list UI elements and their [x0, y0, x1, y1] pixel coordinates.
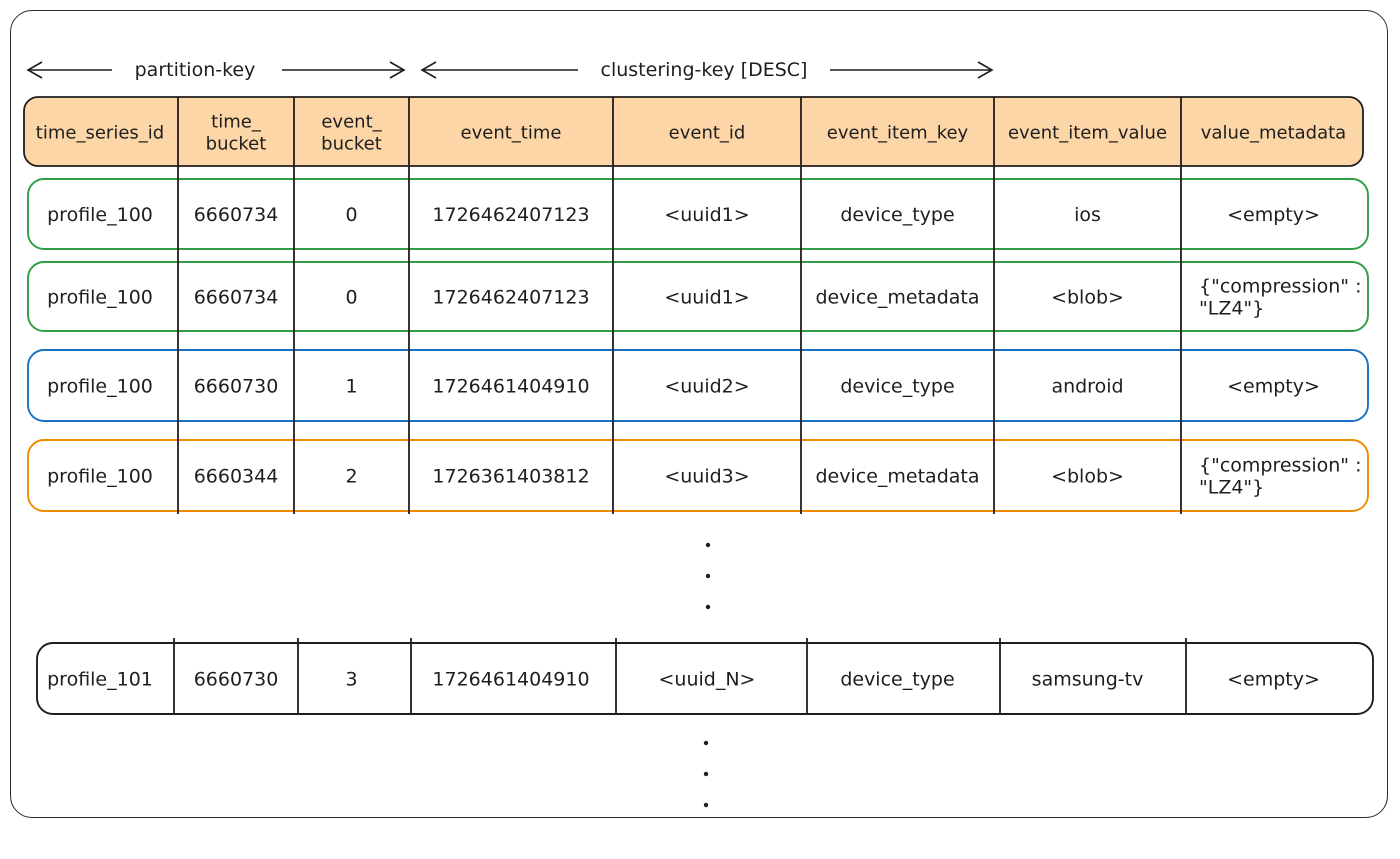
cell-time-series-id: profile_100 [47, 376, 153, 398]
cell-event-item-key: device_metadata [816, 466, 980, 488]
ellipsis-dot [703, 802, 709, 808]
table-row-box [27, 439, 1369, 512]
cell-time-series-id: profile_100 [47, 466, 153, 488]
ellipsis-dot [705, 542, 711, 548]
cell-time-bucket: 6660344 [194, 466, 279, 488]
cell-event-id: <uuid2> [664, 376, 749, 398]
ellipsis-dot [703, 771, 709, 777]
cell-event-time: 1726361403812 [432, 466, 589, 488]
cell-event-time: 1726461404910 [432, 669, 589, 691]
clustering-key-right-arrowhead [977, 61, 994, 79]
ellipsis-middle [705, 542, 711, 610]
cell-value-metadata: "LZ4"} [1199, 298, 1264, 320]
header-event-bucket: bucket [321, 134, 382, 155]
ellipsis-dot [705, 573, 711, 579]
cell-event-id: <uuid1> [664, 287, 749, 309]
header-event-time: event_time [461, 123, 562, 144]
cell-event-item-key: device_type [840, 669, 954, 691]
cell-event-time: 1726462407123 [432, 287, 589, 309]
cell-event-item-key: device_type [840, 204, 954, 226]
row-boxes [23, 96, 1374, 715]
cell-value-metadata: <empty> [1227, 204, 1320, 226]
partition-key-annotation: partition-key [26, 59, 406, 81]
cell-value-metadata: <empty> [1227, 669, 1320, 691]
cell-time-bucket: 6660734 [194, 287, 279, 309]
ellipsis-dot [705, 604, 711, 610]
cell-event-bucket: 3 [345, 669, 357, 691]
cell-time-bucket: 6660730 [194, 669, 279, 691]
table-row-box [36, 642, 1374, 715]
column-dividers [173, 97, 1187, 714]
header-event-item-key: event_item_key [827, 123, 969, 144]
cell-time-series-id: profile_100 [47, 204, 153, 226]
table-row-box [27, 349, 1369, 422]
cell-event-item-value: <blob> [1051, 466, 1124, 488]
header-row [23, 96, 1364, 167]
partition-key-label: partition-key [135, 59, 256, 81]
ellipsis-dot [703, 740, 709, 746]
header-event-bucket: event_ [321, 112, 382, 133]
clustering-key-label: clustering-key [DESC] [601, 59, 808, 81]
cell-value-metadata: "LZ4"} [1199, 477, 1264, 499]
cell-event-item-key: device_type [840, 376, 954, 398]
clustering-key-left-arrowhead [420, 61, 437, 79]
cell-event-item-value: android [1051, 376, 1123, 398]
header-event-item-value: event_item_value [1008, 123, 1167, 144]
partition-key-right-arrowhead [389, 61, 406, 79]
cell-value-metadata: {"compression" : [1199, 455, 1361, 477]
table-row-box [27, 178, 1369, 250]
diagram-frame [10, 10, 1388, 818]
ellipsis-bottom [703, 740, 709, 808]
cell-time-series-id: profile_101 [47, 669, 153, 691]
header-time-bucket: time_ [211, 112, 262, 133]
cell-event-id: <uuid3> [664, 466, 749, 488]
cell-event-bucket: 0 [345, 204, 357, 226]
header-value-metadata: value_metadata [1201, 123, 1346, 144]
cell-time-bucket: 6660730 [194, 376, 279, 398]
cell-value-metadata: <empty> [1227, 376, 1320, 398]
partition-key-left-arrowhead [26, 61, 43, 79]
cell-event-item-value: <blob> [1051, 287, 1124, 309]
header-time-series-id: time_series_id [36, 123, 164, 144]
cell-event-time: 1726462407123 [432, 204, 589, 226]
cell-event-item-value: samsung-tv [1032, 669, 1144, 691]
header-event-id: event_id [669, 123, 746, 144]
cell-value-metadata: {"compression" : [1199, 276, 1361, 298]
cell-event-item-value: ios [1074, 204, 1101, 226]
cell-event-bucket: 0 [345, 287, 357, 309]
cell-time-bucket: 6660734 [194, 204, 279, 226]
clustering-key-annotation: clustering-key [DESC] [420, 59, 994, 81]
cell-time-series-id: profile_100 [47, 287, 153, 309]
cell-event-item-key: device_metadata [816, 287, 980, 309]
table-row-box [27, 261, 1369, 332]
cell-event-bucket: 1 [345, 376, 357, 398]
cell-event-id: <uuid1> [664, 204, 749, 226]
header-time-bucket: bucket [206, 134, 267, 155]
cell-event-id: <uuid_N> [659, 669, 756, 691]
cell-texts: time_series_idtime_bucketevent_bucketeve… [36, 112, 1362, 691]
cell-event-time: 1726461404910 [432, 376, 589, 398]
cell-event-bucket: 2 [345, 466, 357, 488]
